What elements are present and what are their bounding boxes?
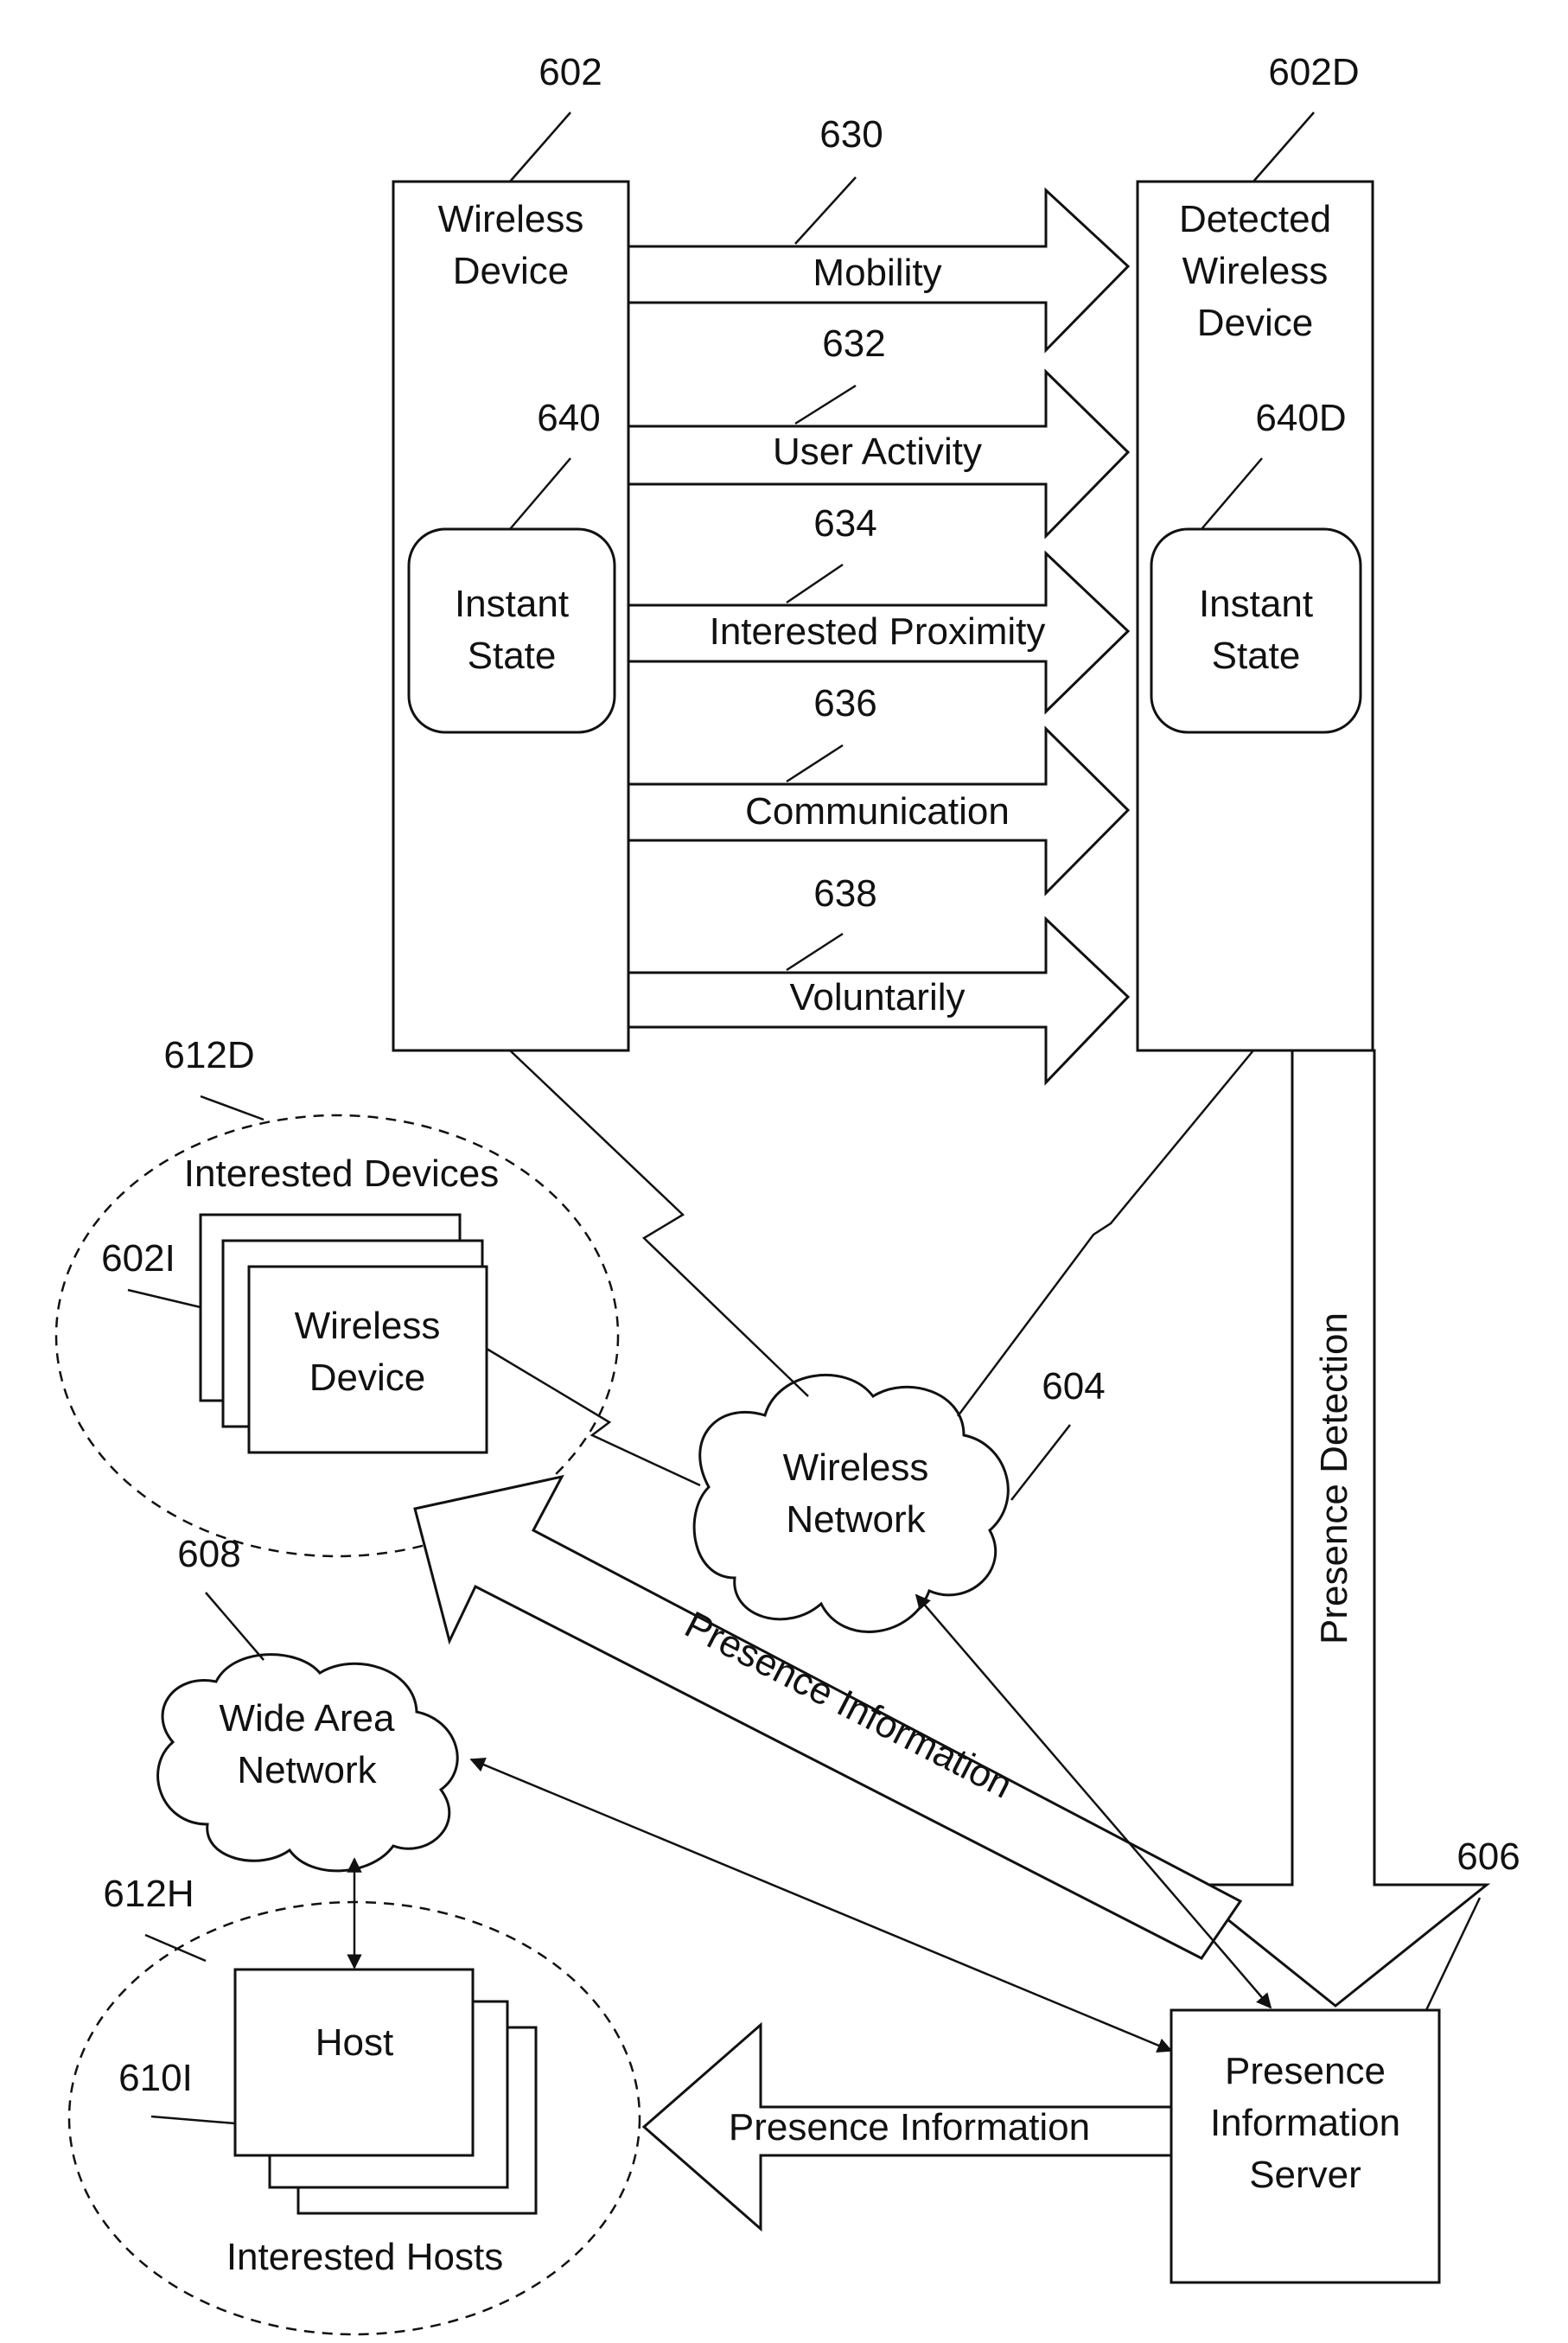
ref-634: 634 (813, 502, 876, 545)
wide-area-network-cloud: Wide Area Network (158, 1655, 458, 1871)
wireless-network-label-2: Network (786, 1498, 926, 1541)
interested-device-label-2: Device (309, 1357, 426, 1399)
leader-602 (510, 112, 570, 182)
interested-hosts-title: Interested Hosts (226, 2236, 503, 2278)
wireless-device-label-1: Wireless (438, 198, 584, 240)
arrow-mobility-label: Mobility (813, 252, 941, 294)
wireless-device-label-2: Device (453, 250, 570, 292)
arrow-user-activity-label: User Activity (773, 431, 982, 473)
leader-630 (795, 177, 856, 244)
host-label: Host (316, 2021, 393, 2064)
ref-612h: 612H (103, 1873, 194, 1915)
wide-area-network-label-1: Wide Area (220, 1697, 396, 1740)
presence-detection-label: Presence Detection (1313, 1312, 1355, 1644)
ref-604: 604 (1042, 1365, 1105, 1408)
leader-636 (787, 745, 843, 782)
ref-638: 638 (813, 872, 876, 915)
instant-state-label-1: Instant (455, 583, 569, 625)
interested-devices-title: Interested Devices (184, 1152, 499, 1195)
instant-state-detected-label-2: State (1212, 635, 1301, 677)
interested-device-label-1: Wireless (295, 1305, 441, 1347)
leader-602i (128, 1290, 201, 1307)
ref-630: 630 (819, 113, 883, 156)
leader-608 (206, 1593, 264, 1660)
detected-device-label-3: Device (1197, 302, 1314, 344)
instant-state-detected-label-1: Instant (1199, 583, 1313, 625)
presence-server-label-2: Information (1210, 2102, 1400, 2144)
ref-640: 640 (537, 397, 600, 439)
instant-state: Instant State (409, 529, 615, 732)
detected-device-label-2: Wireless (1182, 250, 1329, 292)
wireless-link-602 (510, 1050, 808, 1396)
leader-602d (1253, 112, 1314, 182)
ref-602i: 602I (101, 1237, 175, 1280)
interested-wireless-device: Wireless Device (249, 1267, 487, 1452)
presence-server-label-3: Server (1249, 2154, 1361, 2196)
wireless-link-602d (958, 1050, 1253, 1416)
wireless-link-602i (487, 1349, 700, 1485)
wireless-network-cloud: Wireless Network (694, 1375, 1008, 1631)
presence-server-label-1: Presence (1225, 2050, 1386, 2092)
ref-632: 632 (822, 322, 885, 365)
ref-636: 636 (813, 682, 876, 725)
arrow-interested-proximity-label: Interested Proximity (710, 610, 1046, 653)
leader-634 (787, 565, 843, 603)
ref-602: 602 (539, 51, 602, 93)
wide-area-network-label-2: Network (237, 1749, 377, 1791)
link-server-wide-area-network (471, 1759, 1171, 2051)
ref-606: 606 (1456, 1835, 1520, 1878)
presence-info-left-label: Presence Information (729, 2106, 1090, 2148)
leader-612d (201, 1096, 264, 1120)
instant-state-detected: Instant State (1151, 529, 1361, 732)
ref-612d: 612D (163, 1034, 254, 1076)
leader-632 (795, 386, 856, 424)
host-box: Host (235, 1970, 473, 2155)
wireless-network-label-1: Wireless (783, 1446, 929, 1489)
leader-638 (787, 934, 843, 970)
instant-state-label-2: State (468, 635, 557, 677)
detected-device-label-1: Detected (1179, 198, 1331, 240)
arrow-voluntarily-label: Voluntarily (789, 976, 965, 1018)
leader-610i (151, 2116, 235, 2123)
ref-640d: 640D (1255, 397, 1346, 439)
ref-608: 608 (177, 1533, 240, 1575)
ref-602d: 602D (1268, 51, 1359, 93)
presence-information-server: Presence Information Server (1171, 2010, 1439, 2282)
leader-604 (1011, 1425, 1070, 1500)
arrow-communication-label: Communication (745, 790, 1010, 833)
ref-610i: 610I (118, 2057, 193, 2099)
